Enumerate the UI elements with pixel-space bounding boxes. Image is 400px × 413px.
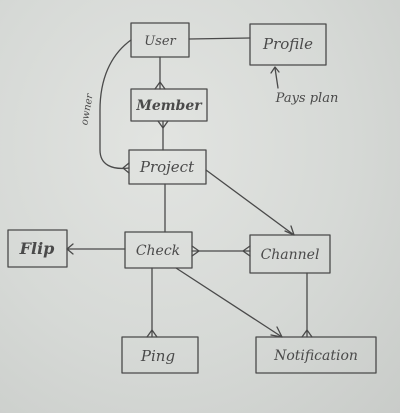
channel-notification-crow	[301, 329, 313, 338]
check-label: Check	[136, 243, 180, 259]
project-channel-crow	[284, 225, 295, 236]
ping-box	[121, 336, 199, 374]
member-project-crow	[157, 120, 169, 129]
channel-box	[249, 234, 331, 274]
project-label: Project	[139, 158, 195, 176]
check-channel-crow-left	[191, 245, 200, 257]
member-box	[130, 88, 208, 122]
owner-crow	[122, 162, 130, 174]
notification-box	[255, 336, 377, 374]
flip-check-crow	[66, 243, 74, 255]
ping-label: Ping	[140, 347, 175, 365]
check-channel-crow-right	[242, 245, 251, 257]
flip-label: Flip	[19, 239, 55, 258]
owner-label: owner	[79, 92, 96, 126]
member-label: Member	[135, 98, 203, 114]
profile-box	[249, 23, 327, 66]
user-member-crow	[154, 81, 166, 90]
check-box	[124, 231, 193, 269]
check-notification-crow	[270, 326, 283, 338]
user-label: User	[144, 34, 176, 49]
pays-plan-arrow	[274, 67, 279, 89]
check-ping-crow	[146, 329, 158, 338]
channel-label: Channel	[261, 247, 320, 263]
owner-link	[99, 39, 132, 170]
pays-plan-arrowhead	[270, 66, 280, 74]
profile-label: Profile	[262, 35, 313, 53]
notification-label: Notification	[273, 348, 358, 364]
user-profile-link	[188, 37, 251, 40]
project-box	[128, 149, 207, 185]
project-channel-link	[205, 169, 295, 236]
check-notification-link	[175, 267, 283, 338]
pays-plan-label: Pays plan	[275, 91, 339, 106]
